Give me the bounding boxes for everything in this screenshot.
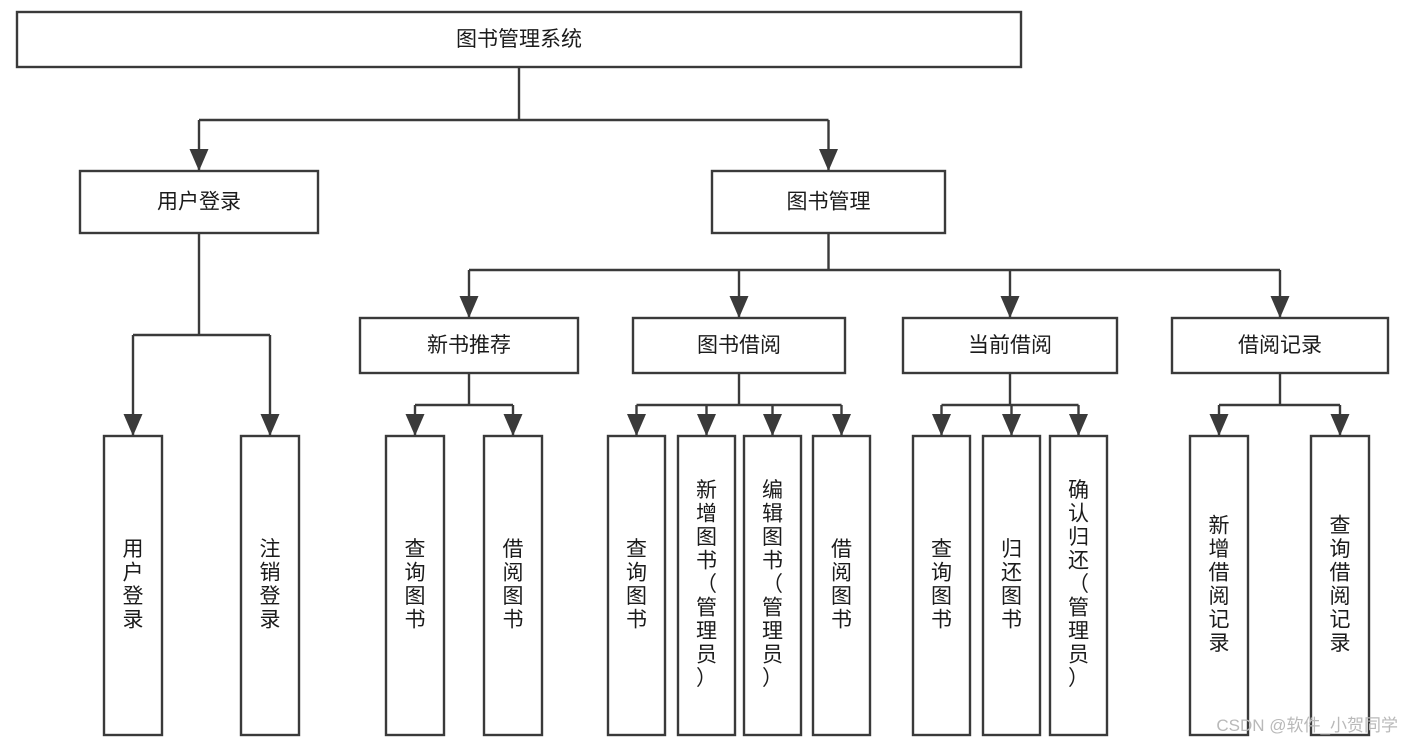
node-box-leaf-edit-book[interactable] [742, 434, 803, 737]
node-book-management[interactable]: 图书管理 [710, 169, 947, 235]
node-leaf-query-book-3[interactable]: 查询图书 [911, 434, 972, 737]
node-box-book-management[interactable] [710, 169, 947, 235]
node-label-book-management: 图书管理 [787, 191, 871, 214]
node-label-leaf-edit-book: 编辑图书（管理员） [762, 479, 783, 690]
node-label-leaf-borrow-book-2: 借阅图书 [831, 538, 852, 632]
node-label-leaf-confirm-return: 确认归还（管理员） [1068, 479, 1089, 690]
node-layer: 图书管理系统用户登录图书管理新书推荐图书借阅当前借阅借阅记录用户登录注销登录查询… [15, 10, 1390, 737]
node-leaf-query-borrow-record[interactable]: 查询借阅记录 [1309, 434, 1371, 737]
node-box-leaf-logout[interactable] [239, 434, 301, 737]
arrow-head-leaf-query-book-1 [405, 414, 425, 436]
arrow-head-leaf-query-book-2 [627, 414, 646, 436]
node-label-book-borrow: 图书借阅 [697, 334, 781, 357]
node-root[interactable]: 图书管理系统 [15, 10, 1023, 69]
node-box-leaf-query-book-1[interactable] [384, 434, 446, 737]
arrow-head-leaf-query-book-3 [932, 414, 951, 436]
arrow-head-borrow-record [1270, 296, 1290, 318]
node-leaf-edit-book[interactable]: 编辑图书（管理员） [742, 434, 803, 737]
node-box-borrow-record[interactable] [1170, 316, 1390, 375]
node-label-leaf-user-login: 用户登录 [123, 538, 144, 632]
node-label-borrow-record: 借阅记录 [1238, 334, 1322, 357]
arrow-head-leaf-add-book [697, 414, 716, 436]
node-leaf-logout[interactable]: 注销登录 [239, 434, 301, 737]
arrow-head-book-borrow [729, 296, 749, 318]
node-label-leaf-query-borrow-record: 查询借阅记录 [1330, 514, 1351, 655]
node-box-leaf-add-borrow-record[interactable] [1188, 434, 1250, 737]
node-user-login[interactable]: 用户登录 [78, 169, 320, 235]
arrow-head-new-book-recommend [459, 296, 479, 318]
node-book-borrow[interactable]: 图书借阅 [631, 316, 847, 375]
node-box-leaf-return-book[interactable] [981, 434, 1042, 737]
node-box-leaf-query-book-3[interactable] [911, 434, 972, 737]
node-leaf-borrow-book-2[interactable]: 借阅图书 [811, 434, 872, 737]
node-label-leaf-logout: 注销登录 [260, 538, 281, 632]
node-box-leaf-query-borrow-record[interactable] [1309, 434, 1371, 737]
arrow-head-leaf-edit-book [763, 414, 782, 436]
node-current-borrow[interactable]: 当前借阅 [901, 316, 1119, 375]
node-label-leaf-return-book: 归还图书 [1001, 538, 1022, 632]
arrow-head-leaf-logout [260, 414, 280, 436]
node-leaf-query-book-2[interactable]: 查询图书 [606, 434, 667, 737]
arrow-head-leaf-add-borrow-record [1209, 414, 1229, 436]
node-new-book-recommend[interactable]: 新书推荐 [358, 316, 580, 375]
node-leaf-return-book[interactable]: 归还图书 [981, 434, 1042, 737]
arrow-head-leaf-borrow-book-1 [503, 414, 523, 436]
node-box-leaf-user-login[interactable] [102, 434, 164, 737]
node-box-leaf-query-book-2[interactable] [606, 434, 667, 737]
node-label-leaf-query-book-2: 查询图书 [626, 538, 647, 632]
node-leaf-user-login[interactable]: 用户登录 [102, 434, 164, 737]
node-label-root: 图书管理系统 [456, 28, 582, 51]
arrow-head-current-borrow [1000, 296, 1020, 318]
node-label-user-login: 用户登录 [157, 191, 241, 214]
arrow-head-leaf-borrow-book-2 [832, 414, 851, 436]
node-label-leaf-query-book-1: 查询图书 [405, 538, 426, 632]
node-borrow-record[interactable]: 借阅记录 [1170, 316, 1390, 375]
node-label-leaf-add-book: 新增图书（管理员） [696, 479, 717, 690]
node-leaf-add-book[interactable]: 新增图书（管理员） [676, 434, 737, 737]
node-box-leaf-confirm-return[interactable] [1048, 434, 1109, 737]
node-leaf-query-book-1[interactable]: 查询图书 [384, 434, 446, 737]
arrow-head-book-management [819, 149, 838, 171]
node-box-book-borrow[interactable] [631, 316, 847, 375]
node-box-current-borrow[interactable] [901, 316, 1119, 375]
node-box-leaf-borrow-book-2[interactable] [811, 434, 872, 737]
csdn-watermark: CSDN @软件_小贺同学 [1216, 716, 1398, 735]
node-label-current-borrow: 当前借阅 [968, 334, 1052, 357]
node-label-new-book-recommend: 新书推荐 [427, 334, 511, 357]
arrow-head-leaf-user-login [123, 414, 143, 436]
node-leaf-confirm-return[interactable]: 确认归还（管理员） [1048, 434, 1109, 737]
connector-layer [123, 67, 1350, 436]
arrow-head-user-login [189, 149, 209, 171]
node-box-user-login[interactable] [78, 169, 320, 235]
node-label-leaf-borrow-book-1: 借阅图书 [503, 538, 524, 632]
node-leaf-borrow-book-1[interactable]: 借阅图书 [482, 434, 544, 737]
node-label-leaf-add-borrow-record: 新增借阅记录 [1209, 514, 1230, 655]
node-box-root[interactable] [15, 10, 1023, 69]
node-leaf-add-borrow-record[interactable]: 新增借阅记录 [1188, 434, 1250, 737]
arrow-head-leaf-query-borrow-record [1330, 414, 1350, 436]
arrow-head-leaf-confirm-return [1069, 414, 1088, 436]
node-box-leaf-add-book[interactable] [676, 434, 737, 737]
node-box-leaf-borrow-book-1[interactable] [482, 434, 544, 737]
node-label-leaf-query-book-3: 查询图书 [931, 538, 952, 632]
node-box-new-book-recommend[interactable] [358, 316, 580, 375]
arrow-head-leaf-return-book [1002, 414, 1021, 436]
